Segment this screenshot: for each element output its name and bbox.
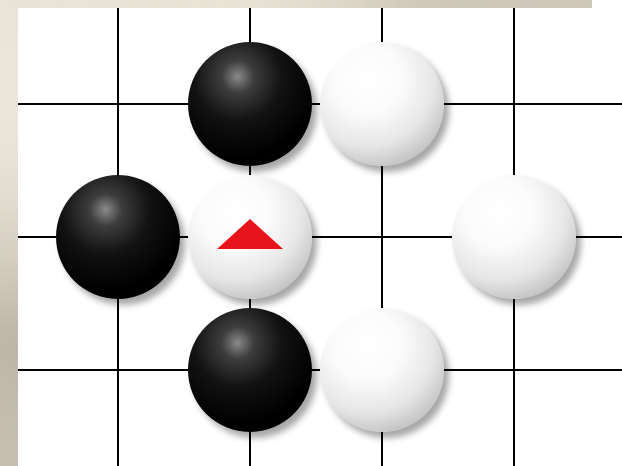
black-stone[interactable]	[56, 175, 180, 299]
white-stone[interactable]	[320, 42, 444, 166]
white-stone[interactable]	[452, 175, 576, 299]
black-stone[interactable]	[188, 308, 312, 432]
triangle-marker-icon	[217, 219, 283, 249]
white-stone[interactable]	[320, 308, 444, 432]
black-stone[interactable]	[188, 42, 312, 166]
